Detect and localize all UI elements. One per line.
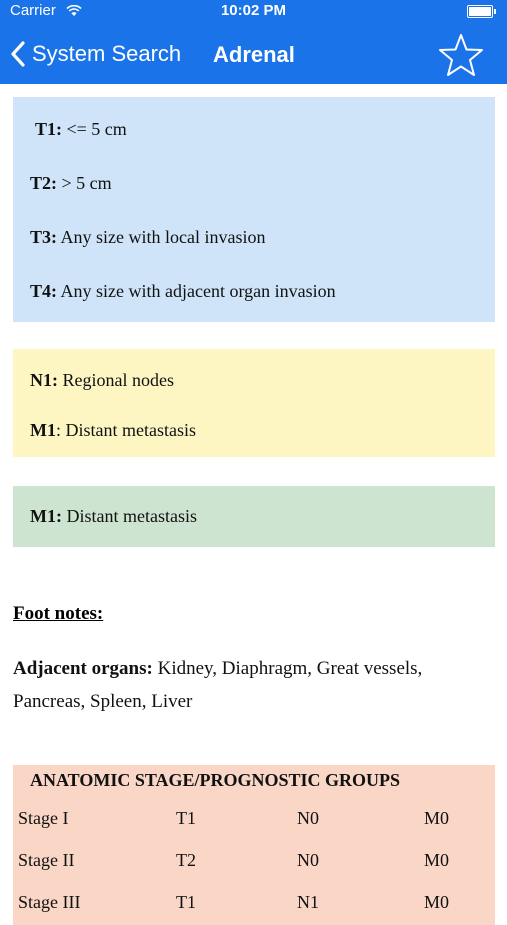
back-button[interactable]: System Search: [10, 38, 181, 70]
status-time: 10:02 PM: [220, 2, 287, 19]
t3-key: T3:: [30, 227, 57, 247]
n1-key: N1:: [30, 370, 58, 390]
n1-text: Regional nodes: [58, 370, 174, 390]
adjacent-organs-note: Adjacent organs: Kidney, Diaphragm, Grea…: [13, 652, 493, 718]
t1-row: T1: <= 5 cm: [35, 119, 127, 140]
page-title: Adrenal: [213, 42, 295, 67]
m1-row: M1: Distant metastasis: [30, 506, 197, 527]
stage-cell: Stage II: [18, 850, 75, 870]
stage-groups-box: ANATOMIC STAGE/PROGNOSTIC GROUPS Stage I…: [13, 765, 495, 925]
adjacent-organs-key: Adjacent organs:: [13, 658, 153, 679]
m1-key: M1:: [30, 506, 62, 526]
carrier-label: Carrier: [10, 2, 56, 19]
table-row: Stage III T1 N1 M0: [13, 892, 495, 920]
navigation-bar: System Search Adrenal: [0, 28, 507, 80]
t4-text: Any size with adjacent organ invasion: [57, 281, 336, 301]
wifi-icon: [66, 4, 82, 21]
n-m1-key: M1: [30, 420, 56, 440]
n-m1-text: : Distant metastasis: [56, 420, 196, 440]
table-row: Stage II T2 N0 M0: [13, 850, 495, 878]
battery-icon: [467, 5, 496, 18]
stage-cell: Stage III: [18, 892, 81, 912]
status-bar: Carrier 10:02 PM: [0, 0, 507, 22]
n-cell: N1: [297, 892, 319, 912]
adjacent-organs-text: Kidney, Diaphragm, Great vessels, Pancre…: [13, 658, 423, 712]
table-row: Stage I T1 N0 M0: [13, 808, 495, 836]
m-cell: M0: [424, 850, 450, 870]
n1-row: N1: Regional nodes: [30, 370, 174, 391]
t3-text: Any size with local invasion: [57, 227, 266, 247]
back-chevron-icon: [11, 41, 25, 67]
m1-text: Distant metastasis: [61, 506, 197, 526]
back-button-label: System Search: [32, 41, 182, 66]
t2-key: T2:: [30, 173, 57, 193]
favorite-star-button[interactable]: [437, 32, 485, 83]
stage-groups-title: ANATOMIC STAGE/PROGNOSTIC GROUPS: [30, 770, 401, 790]
m-stage-box: M1: Distant metastasis: [13, 486, 495, 547]
t4-row: T4: Any size with adjacent organ invasio…: [30, 281, 336, 302]
t2-text: > 5 cm: [57, 173, 112, 193]
footnotes-title: Foot notes:: [13, 603, 104, 624]
t1-text: <= 5 cm: [62, 119, 127, 139]
t2-row: T2: > 5 cm: [30, 173, 112, 194]
app-header: Carrier 10:02 PM System Search Adrenal: [0, 0, 507, 84]
m-cell: M0: [424, 892, 450, 912]
t4-key: T4:: [30, 281, 57, 301]
t-cell: T2: [176, 850, 196, 870]
t1-key: T1:: [35, 119, 62, 139]
star-icon: [439, 34, 483, 76]
n-stage-box: N1: Regional nodes M1: Distant metastasi…: [13, 349, 495, 457]
t-stage-box: T1: <= 5 cm T2: > 5 cm T3: Any size with…: [13, 97, 495, 322]
m-cell: M0: [424, 808, 450, 828]
t-cell: T1: [176, 892, 196, 912]
n-m1-row: M1: Distant metastasis: [30, 420, 196, 441]
t-cell: T1: [176, 808, 196, 828]
n-cell: N0: [297, 808, 319, 828]
n-cell: N0: [297, 850, 319, 870]
t3-row: T3: Any size with local invasion: [30, 227, 265, 248]
stage-cell: Stage I: [18, 808, 69, 828]
